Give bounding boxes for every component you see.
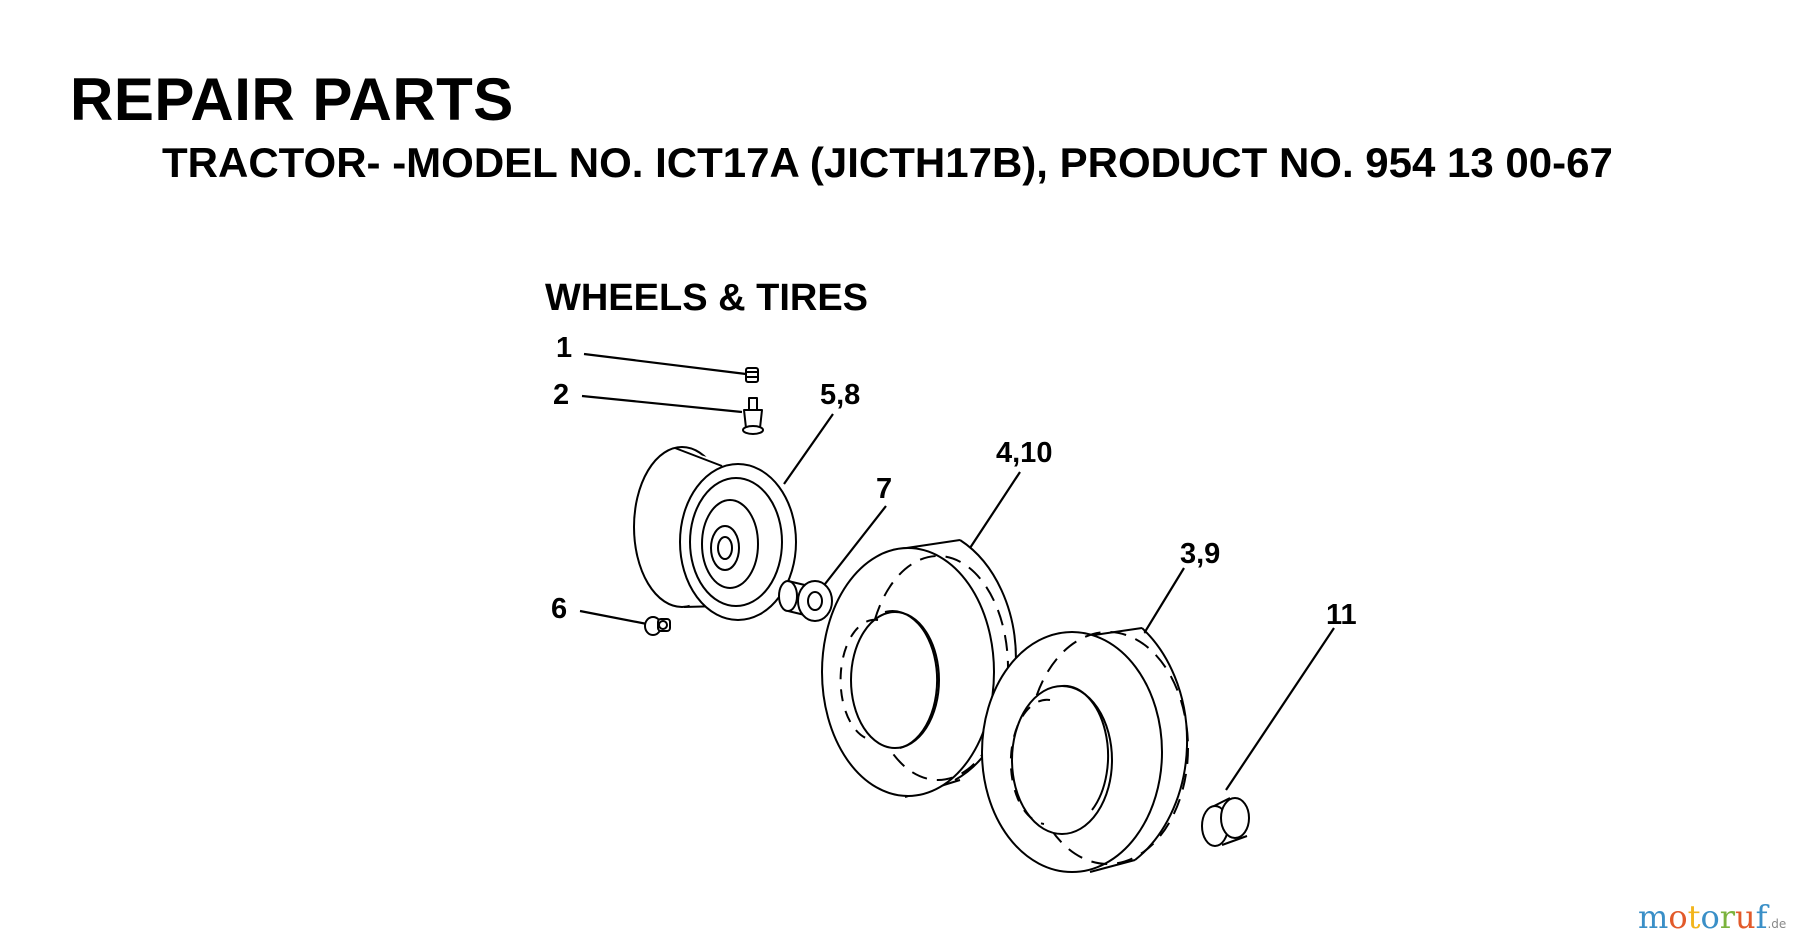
valve-cap-part <box>745 367 759 383</box>
leader-line-3-9 <box>1139 567 1185 641</box>
section-title: WHEELS & TIRES <box>545 277 868 319</box>
cap-part <box>1201 797 1250 847</box>
grease-fitting-part <box>644 616 671 636</box>
leader-line-6 <box>579 609 648 626</box>
watermark-letter: o <box>1700 898 1719 936</box>
leader-line-5-8 <box>783 413 834 485</box>
callout-1: 1 <box>556 332 572 364</box>
watermark-text: motoruf <box>1638 898 1770 936</box>
leader-lines <box>579 352 1335 791</box>
leader-line-1 <box>583 352 747 376</box>
watermark-tld: .de <box>1767 917 1786 931</box>
leader-line-11 <box>1225 627 1335 791</box>
watermark-letter: u <box>1735 898 1756 936</box>
watermark-letter: t <box>1688 898 1701 936</box>
leader-line-2 <box>581 394 743 414</box>
callout-7: 7 <box>876 473 892 505</box>
watermark-letter: r <box>1720 898 1736 936</box>
callout-2: 2 <box>553 379 569 411</box>
outer-tire-part <box>981 627 1189 873</box>
svg-text:motoruf.de: motoruf.de <box>1638 898 1786 936</box>
leader-line-4-10 <box>969 471 1021 549</box>
leader-line-7 <box>824 505 887 585</box>
bearing-part <box>778 580 833 622</box>
callout-3-9: 3,9 <box>1180 538 1220 570</box>
callout-4-10: 4,10 <box>996 437 1052 469</box>
valve-stem-part <box>742 397 764 435</box>
watermark-letter: m <box>1638 898 1668 936</box>
wheel-rim-part <box>633 446 797 621</box>
watermark-logo: motoruf.de <box>1638 898 1786 936</box>
callout-11: 11 <box>1326 599 1357 631</box>
callout-6: 6 <box>551 593 567 625</box>
watermark-letter: o <box>1668 898 1687 936</box>
callout-5-8: 5,8 <box>820 379 860 411</box>
watermark-letter: f <box>1756 898 1770 936</box>
model-subtitle: TRACTOR- -MODEL NO. ICT17A (JICTH17B), P… <box>162 139 1613 186</box>
page-title: REPAIR PARTS <box>70 66 514 133</box>
